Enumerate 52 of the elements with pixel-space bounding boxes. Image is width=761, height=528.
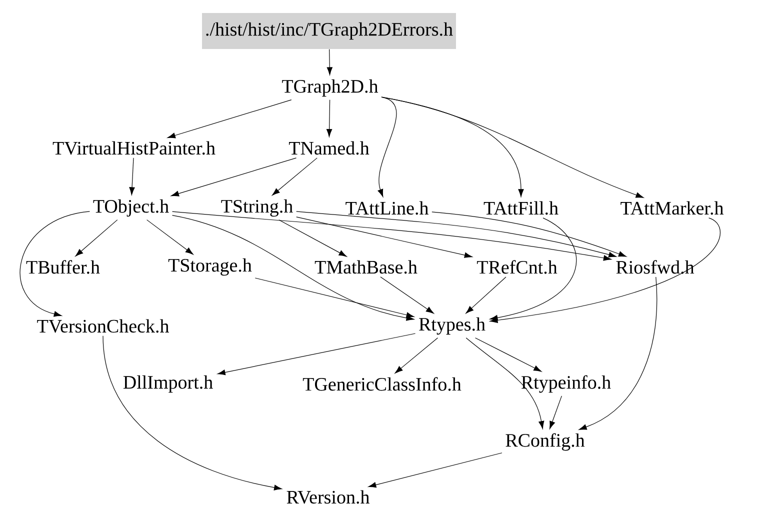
arrow	[578, 276, 658, 430]
arrow	[296, 216, 472, 258]
arrow	[381, 96, 644, 198]
arrow	[466, 338, 544, 429]
file-label: DllImport.h	[123, 375, 213, 393]
arrow	[217, 333, 416, 376]
file-label: TObject.h	[93, 199, 169, 217]
arrow	[326, 100, 332, 137]
file-label: TRefCnt.h	[476, 260, 558, 274]
arrow	[326, 48, 332, 76]
arrow	[394, 338, 438, 374]
file-label: RConfig.h	[506, 433, 585, 451]
arrow	[381, 96, 524, 197]
file-label: RVersion.h	[286, 490, 370, 504]
file-label: TAttFill.h	[484, 201, 558, 215]
arrow	[432, 212, 626, 257]
arrow	[102, 336, 282, 490]
file-label: TNamed.h	[288, 141, 370, 155]
file-label: Rtypes.h	[419, 317, 486, 335]
arrow	[172, 211, 612, 261]
file-label: TGenericClassInfo.h	[302, 377, 462, 391]
file-label: TBuffer.h	[26, 260, 100, 274]
file-label: TGraph2D.h	[282, 79, 378, 97]
arrow	[167, 100, 292, 138]
arrow	[254, 278, 414, 318]
arrow	[380, 276, 434, 314]
arrow	[474, 338, 542, 372]
file-label: TStorage.h	[168, 258, 252, 276]
file-label: TString.h	[221, 199, 293, 217]
file-label: TVersionCheck.h	[37, 319, 169, 333]
arrow	[20, 211, 90, 317]
arrow	[146, 220, 194, 255]
arrow	[278, 220, 347, 257]
arrow	[172, 214, 414, 321]
file-box: ./hist/hist/inc/TGraph2DErrors.h	[202, 13, 456, 49]
file-label: Riosfwd.h	[616, 260, 694, 274]
arrow	[272, 158, 318, 196]
arrow	[466, 276, 506, 314]
arrow	[490, 218, 721, 324]
file-label: TAttMarker.h	[620, 201, 724, 215]
arrow	[75, 220, 118, 256]
arrow	[490, 218, 577, 321]
arrow	[296, 211, 617, 258]
arrow	[129, 158, 135, 196]
arrow	[378, 96, 397, 198]
file-label: TVirtualHistPainter.h	[52, 141, 216, 155]
arrow	[550, 396, 562, 430]
arrow	[171, 158, 297, 196]
file-label: TMathBase.h	[314, 260, 418, 274]
file-label: Rtypeinfo.h	[521, 375, 611, 393]
arrow	[368, 452, 502, 488]
file-label: TAttLine.h	[346, 201, 428, 215]
